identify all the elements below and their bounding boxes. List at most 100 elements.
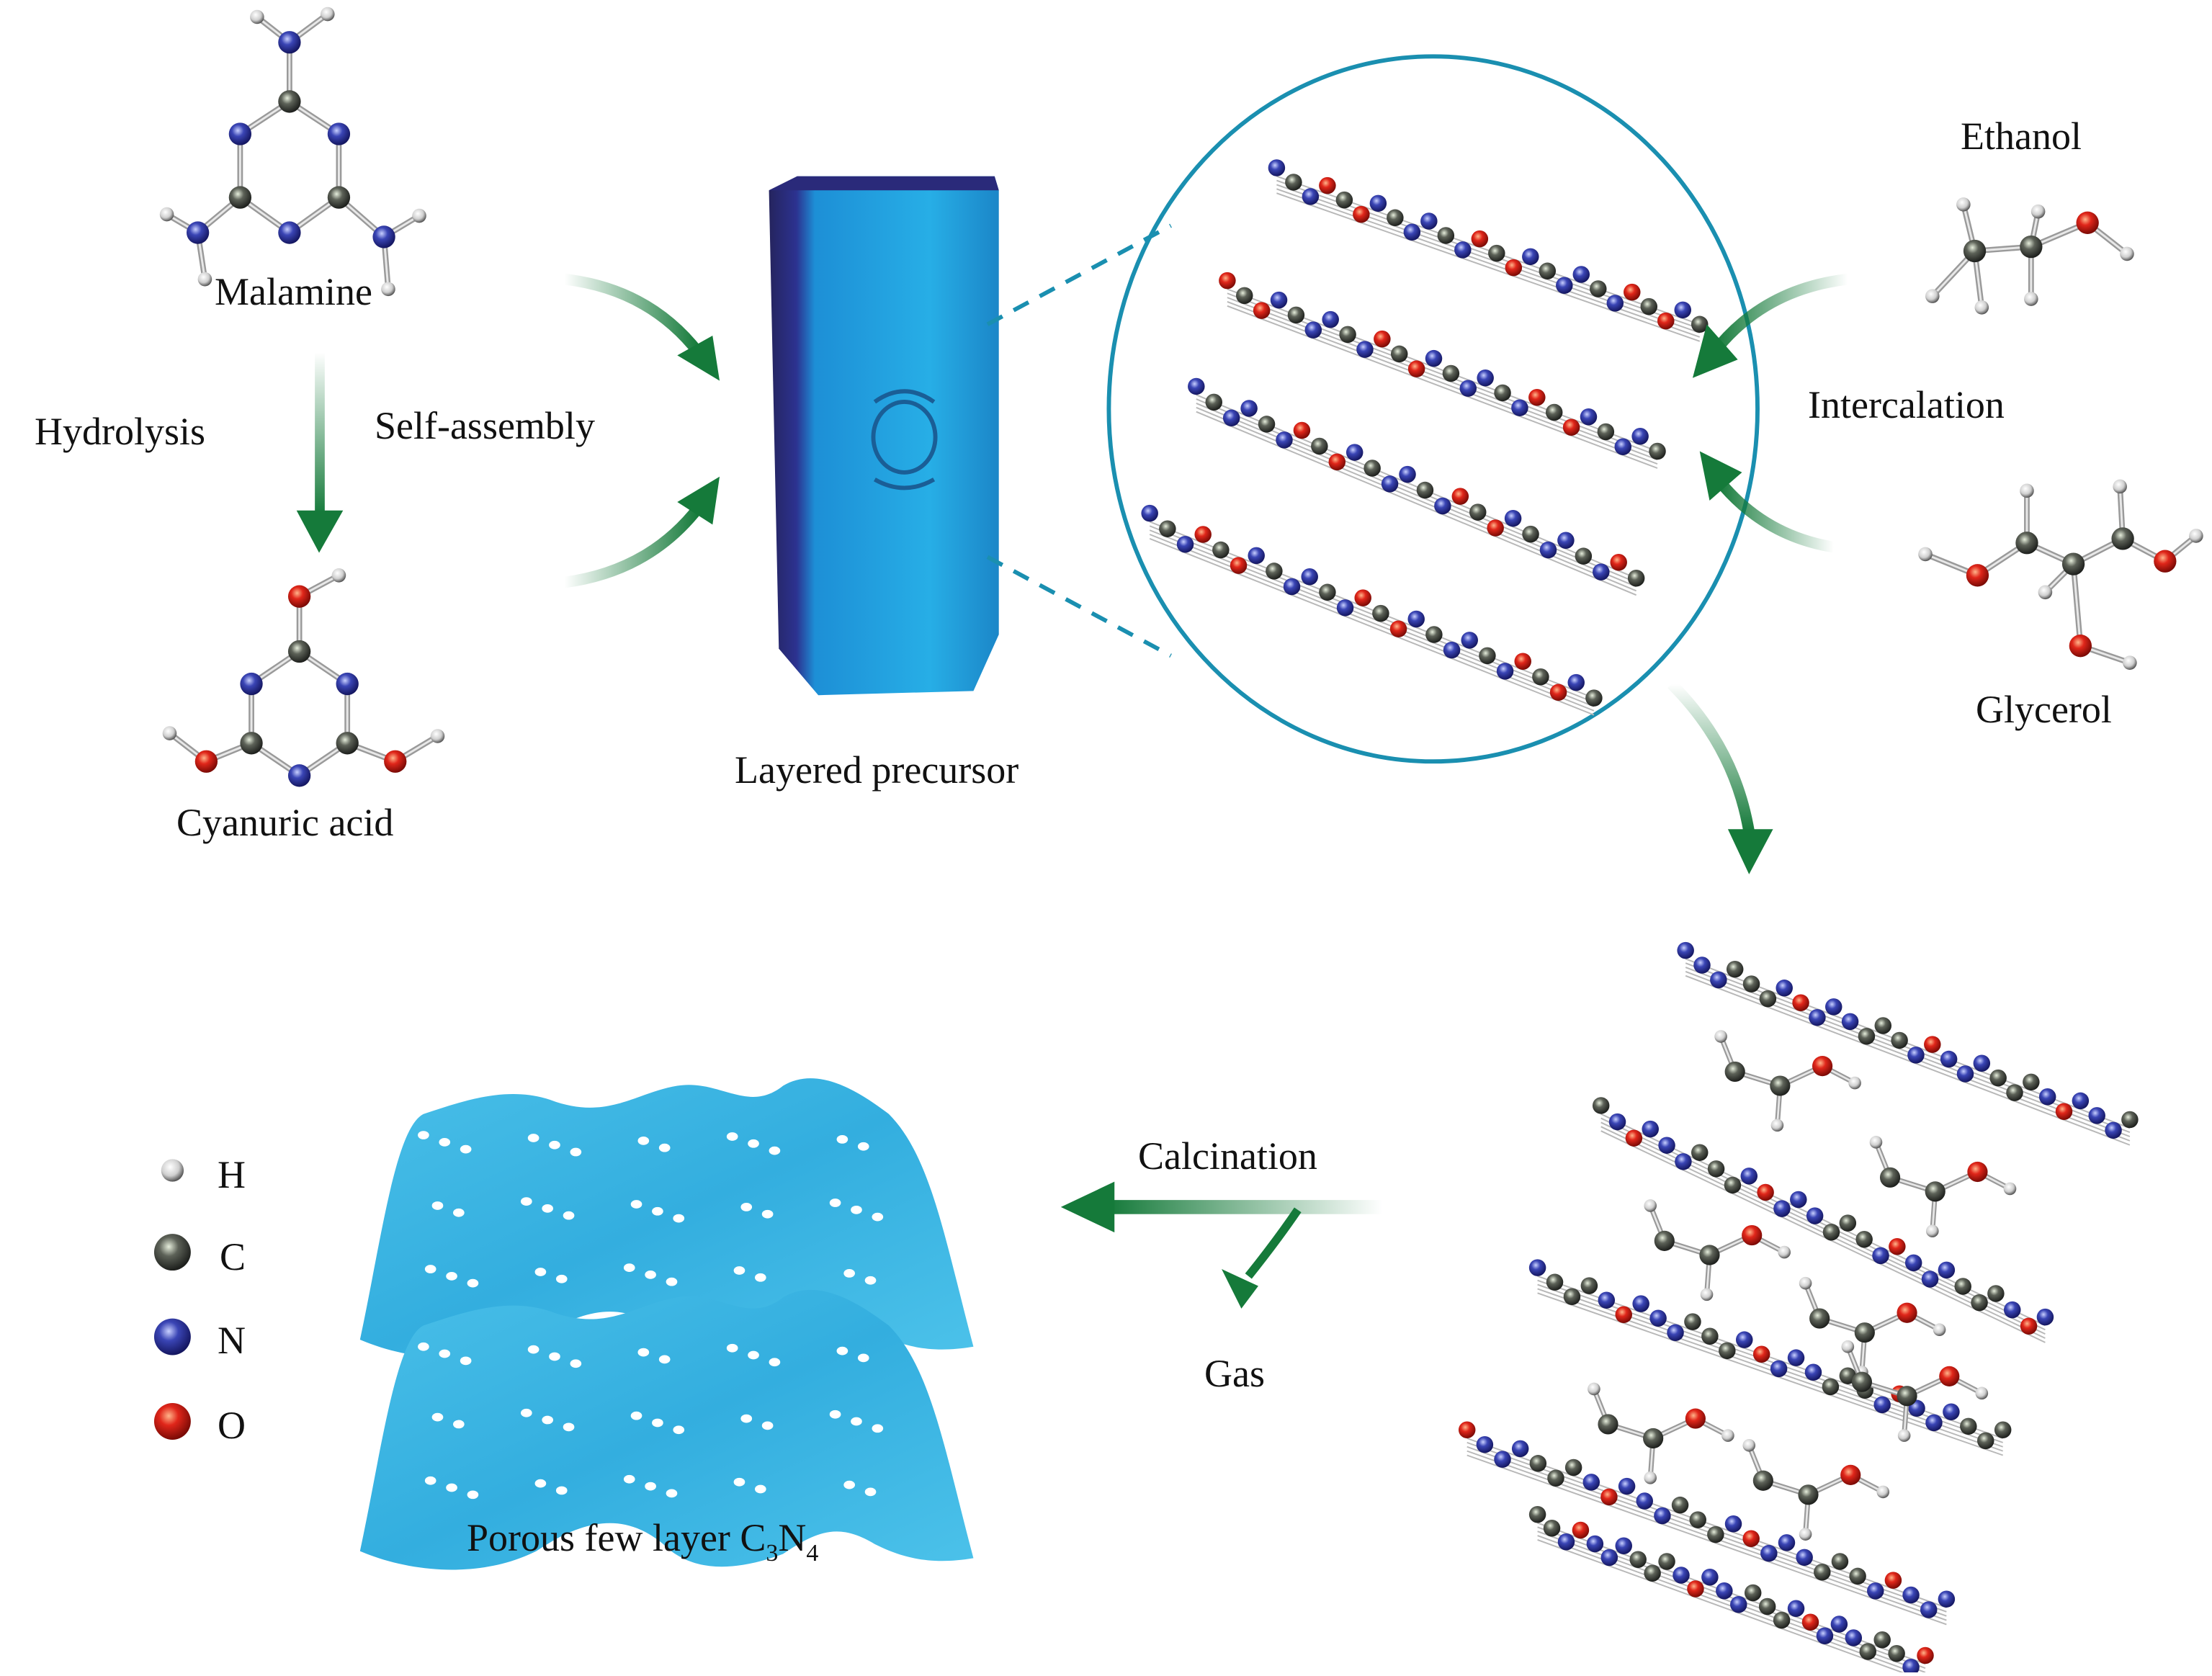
- atom-c: [336, 732, 359, 755]
- atom-n: [1188, 377, 1205, 395]
- atom-h: [1700, 1288, 1714, 1301]
- pore: [851, 1417, 862, 1426]
- atom-h: [1714, 1030, 1727, 1043]
- pore: [534, 1268, 547, 1276]
- atom-o: [1840, 1464, 1861, 1485]
- pore: [467, 1490, 479, 1500]
- layered-precursor-crystal: [769, 176, 999, 696]
- atom-n: [1674, 301, 1692, 319]
- atom-h: [1588, 1382, 1600, 1396]
- atom-n: [1301, 568, 1318, 586]
- atom-c: [1699, 1245, 1720, 1265]
- layer-bond: [1196, 403, 1637, 588]
- atom-h: [381, 282, 395, 297]
- atom-n: [1496, 663, 1514, 680]
- atom-c: [1963, 239, 1987, 263]
- atom-n: [2105, 1121, 2122, 1139]
- layer-bond: [1149, 534, 1595, 712]
- atom-n: [1586, 1535, 1604, 1553]
- atom-c: [1742, 975, 1760, 992]
- pore: [829, 1410, 841, 1419]
- atom-o: [1319, 176, 1336, 194]
- atom-n: [2072, 1092, 2090, 1110]
- atom-n: [1556, 277, 1573, 295]
- atom-c: [1469, 503, 1487, 521]
- atom-c: [287, 640, 311, 663]
- melamine-molecule: [159, 6, 426, 297]
- atom-n: [1336, 599, 1354, 617]
- atom-c: [1640, 297, 1658, 315]
- atom-c: [1874, 1017, 1892, 1034]
- glycerol-label: Glycerol: [1976, 688, 2112, 731]
- atom-n: [1522, 248, 1539, 266]
- pore: [424, 1265, 436, 1273]
- atom-n: [1938, 1261, 1956, 1279]
- atom-c: [2006, 1084, 2023, 1101]
- pore: [836, 1135, 848, 1144]
- intercalated-structure: [1458, 941, 2139, 1676]
- atom-n: [1940, 1050, 1958, 1068]
- legend-atom-n: [153, 1318, 191, 1355]
- atom-o: [2055, 1103, 2073, 1120]
- atom-c: [1759, 990, 1777, 1008]
- pore: [520, 1408, 532, 1417]
- atom-n: [1477, 369, 1494, 387]
- atom-c: [2111, 527, 2134, 550]
- legend: [153, 1159, 191, 1440]
- pore: [431, 1201, 444, 1210]
- atom-n: [1461, 632, 1478, 649]
- atom-o: [1600, 1488, 1618, 1506]
- atom-o: [384, 750, 407, 773]
- atom-h: [1644, 1471, 1657, 1484]
- to-intercalated-arrow: [1667, 680, 1773, 874]
- atom-h: [1897, 1429, 1911, 1442]
- atom-c: [1654, 1230, 1675, 1251]
- atom-o: [1792, 994, 1809, 1011]
- pore: [460, 1356, 472, 1366]
- legend-atom-h: [161, 1159, 184, 1182]
- atom-c: [1563, 1288, 1581, 1306]
- atom-n: [1618, 1477, 1636, 1495]
- atom-c: [1977, 1432, 1994, 1450]
- pore: [843, 1480, 856, 1489]
- atom-n: [1673, 1567, 1690, 1584]
- atom-c: [1831, 1553, 1849, 1570]
- layer-bond: [1537, 1288, 2004, 1452]
- zoom-dashed-lines: [986, 223, 1172, 658]
- atom-n: [1710, 971, 1727, 989]
- atom-h: [2020, 483, 2034, 498]
- atom-o: [1389, 620, 1407, 637]
- gas-label: Gas: [1204, 1352, 1265, 1395]
- atom-c: [1691, 1144, 1709, 1161]
- atom-o: [1562, 418, 1580, 436]
- atom-c: [1539, 262, 1557, 280]
- legend-atom-o: [153, 1403, 191, 1440]
- pore: [761, 1209, 774, 1219]
- pore: [453, 1420, 465, 1429]
- atom-n: [1675, 1153, 1692, 1170]
- atom-c: [1372, 604, 1389, 622]
- pore: [549, 1352, 560, 1361]
- atom-c: [1719, 1342, 1736, 1360]
- melamine-label: Malamine: [215, 270, 372, 313]
- atom-o: [1939, 1366, 1960, 1386]
- atom-c: [1954, 1278, 1971, 1295]
- atom-n: [1867, 1582, 1884, 1600]
- pore: [446, 1271, 457, 1281]
- atom-n: [2088, 1107, 2105, 1124]
- atom-n: [186, 221, 210, 244]
- atom-c: [1643, 1428, 1664, 1449]
- atom-h: [1869, 1136, 1883, 1149]
- atom-o: [1514, 653, 1531, 670]
- calcination-arrow: [1060, 1181, 1383, 1309]
- pore: [652, 1206, 663, 1216]
- cyanuric-acid-molecule: [162, 568, 445, 787]
- atom-o: [1685, 1408, 1706, 1429]
- atom-h: [1778, 1245, 1791, 1259]
- atom-c: [1598, 1414, 1618, 1435]
- atom-o: [1230, 557, 1248, 574]
- atom-c: [2015, 532, 2038, 555]
- atom-c: [1522, 525, 1539, 543]
- atom-c: [1205, 393, 1222, 411]
- pore: [637, 1137, 650, 1145]
